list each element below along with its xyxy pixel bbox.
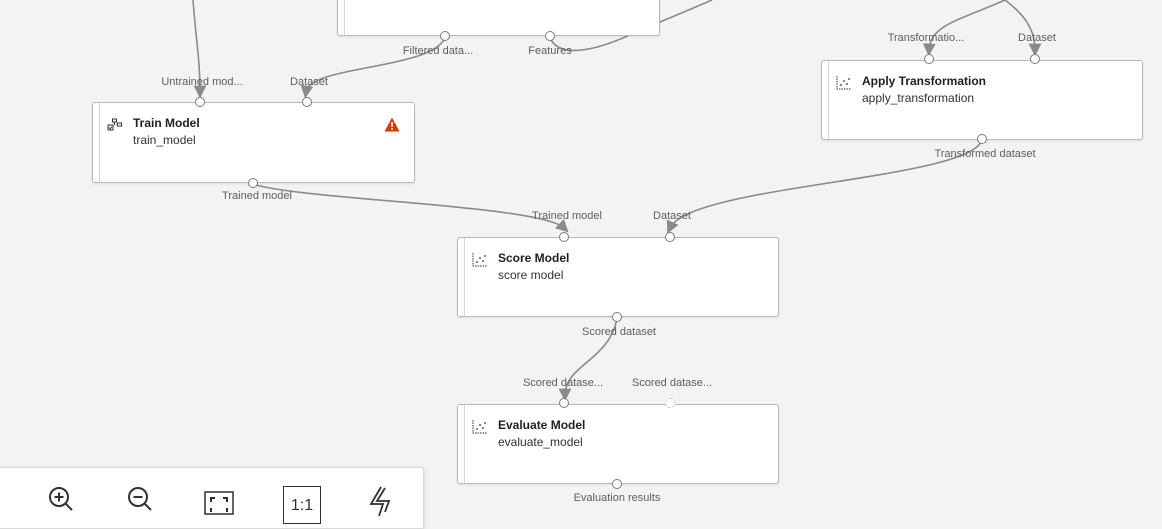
node-title: Apply Transformation [862,74,987,88]
port-out-transformed-dataset[interactable] [977,134,987,144]
port-in-transformation[interactable] [924,54,934,64]
edge-trained-to-score [252,183,569,233]
port-label: Trained model [532,210,602,222]
train-model-icon [107,118,122,131]
zoom-in-icon[interactable] [45,484,77,516]
node-subtitle: train_model [133,133,196,147]
zoom-out-icon[interactable] [124,484,156,516]
port-label: Dataset [653,210,691,222]
node-title: Train Model [133,116,200,130]
actual-size-icon[interactable]: 1:1 [283,486,321,524]
node-subtitle: score model [498,268,564,282]
port-out-trained-model[interactable] [248,178,258,188]
node-apply-transformation[interactable]: Apply Transformation apply_transformatio… [821,60,1143,140]
port-in-dataset[interactable] [302,97,312,107]
node-score-model[interactable]: Score Model score model [457,237,779,317]
port-label: Transformatio... [887,32,965,44]
port-out-evaluation-results[interactable] [612,479,622,489]
port-in-scored-dataset-1[interactable] [559,398,569,408]
port-out-scored-dataset[interactable] [612,312,622,322]
port-label: Features [528,45,572,57]
scatter-icon [836,76,851,90]
port-label: Trained model [222,190,292,202]
port-label: Untrained mod... [161,76,243,88]
node-evaluate-model[interactable]: Evaluate Model evaluate_model [457,404,779,484]
node-title: Score Model [498,251,570,265]
node-train-model[interactable]: Train Model train_model [92,102,415,183]
warning-icon[interactable] [384,117,400,132]
port-label: Dataset [1018,32,1056,44]
node-subtitle: evaluate_model [498,435,583,449]
port-label: Scored dataset [582,326,656,338]
port-label: Scored datase... [631,377,713,389]
port-label: Dataset [290,76,328,88]
port-in-trained-model[interactable] [559,232,569,242]
port-in-untrained-model[interactable] [195,97,205,107]
port-out-filtered-data[interactable] [440,31,450,41]
fit-screen-icon[interactable] [203,484,235,516]
port-in-dataset[interactable] [1030,54,1040,64]
port-label: Evaluation results [573,492,661,504]
scatter-icon [472,253,487,267]
port-out-features[interactable] [545,31,555,41]
port-in-scored-dataset-2[interactable] [665,398,675,408]
auto-layout-icon[interactable] [367,484,399,516]
port-label: Filtered data... [402,45,474,57]
port-label: Transformed dataset [934,148,1036,160]
port-label: Scored datase... [522,377,604,389]
port-in-dataset[interactable] [665,232,675,242]
node-top-partial[interactable] [337,0,660,36]
scatter-icon [472,420,487,434]
node-subtitle: apply_transformation [862,91,975,105]
canvas-toolbar: 1:1 [0,467,424,529]
node-title: Evaluate Model [498,418,586,432]
